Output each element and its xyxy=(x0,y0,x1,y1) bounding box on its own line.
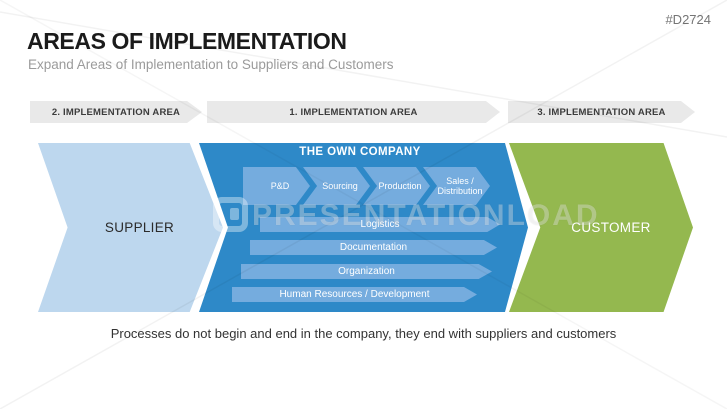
support-bar-label: Organization xyxy=(338,266,395,277)
slide-id-label: #D2724 xyxy=(665,12,711,27)
support-bar-label: Human Resources / Development xyxy=(279,289,430,300)
banner-implementation-area-1: 1. IMPLEMENTATION AREA xyxy=(207,101,500,123)
support-bar-logistics: Logistics xyxy=(260,217,500,232)
banner-label: 2. IMPLEMENTATION AREA xyxy=(51,106,181,118)
support-bar-label: Documentation xyxy=(339,242,408,253)
process-chevron-label: Sourcing xyxy=(322,180,358,191)
page-title: AREAS OF IMPLEMENTATION xyxy=(27,28,347,54)
support-bar-organization: Organization xyxy=(241,264,492,279)
support-bar-label: Logistics xyxy=(360,219,400,230)
process-chevron-label: P&D xyxy=(270,180,290,191)
process-chevron-pd: P&D xyxy=(243,167,310,205)
caption-text: Processes do not begin and end in the co… xyxy=(110,326,617,341)
support-bar-documentation: Documentation xyxy=(250,240,497,255)
banner-implementation-area-2: 2. IMPLEMENTATION AREA xyxy=(30,101,202,123)
support-bar-human-resources: Human Resources / Development xyxy=(232,287,477,302)
process-chevron-label: Sales / Distribution xyxy=(437,175,483,196)
process-chevron-label: Production xyxy=(378,180,422,191)
banner-label: 3. IMPLEMENTATION AREA xyxy=(537,106,666,118)
banner-implementation-area-3: 3. IMPLEMENTATION AREA xyxy=(508,101,695,123)
supplier-chevron: SUPPLIER xyxy=(38,143,223,312)
company-title: THE OWN COMPANY xyxy=(299,146,421,158)
supplier-label: SUPPLIER xyxy=(104,220,175,235)
customer-label: CUSTOMER xyxy=(571,220,651,235)
page-subtitle: Expand Areas of Implementation to Suppli… xyxy=(28,57,394,72)
customer-chevron: CUSTOMER xyxy=(509,143,693,312)
banner-label: 1. IMPLEMENTATION AREA xyxy=(289,106,418,118)
